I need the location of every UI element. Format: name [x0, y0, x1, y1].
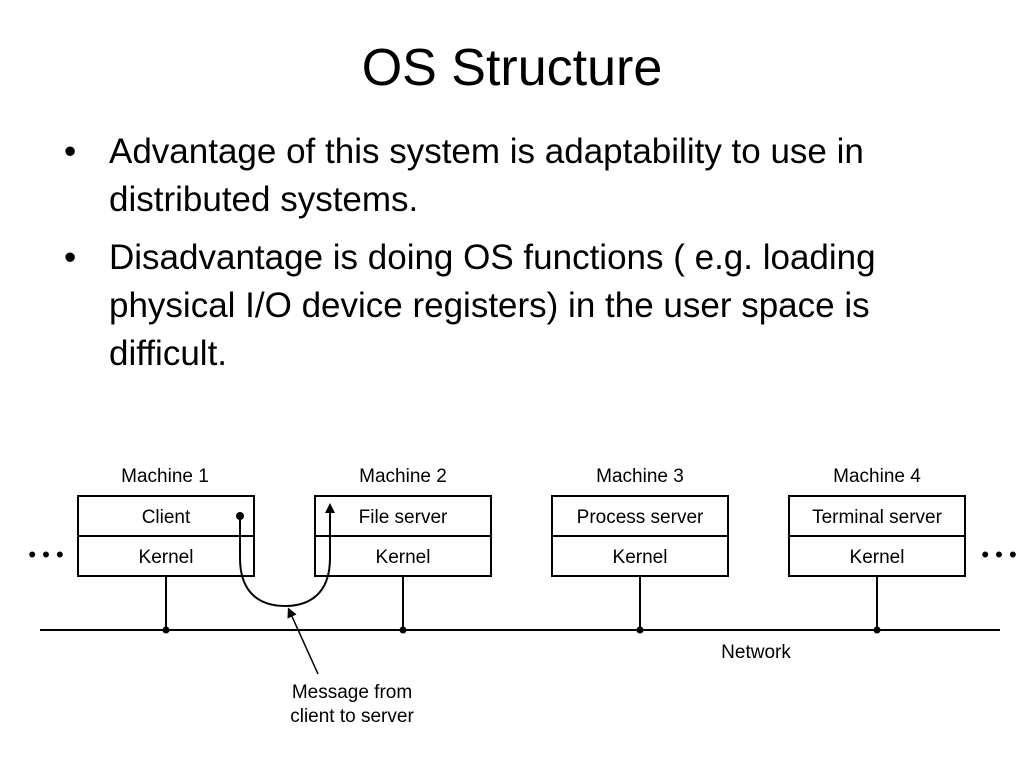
machine-4-kernel-label: Kernel: [850, 547, 905, 568]
machine-2: Machine 2 File server Kernel: [314, 466, 492, 634]
machine-1-process-label: Client: [142, 507, 191, 528]
ellipsis-left: • • •: [28, 542, 63, 567]
machine-4: Machine 4 Terminal server Kernel: [788, 466, 966, 634]
machine-3-kernel-label: Kernel: [613, 547, 668, 568]
machine-1-label: Machine 1: [121, 466, 209, 487]
slide-title: OS Structure: [361, 39, 663, 97]
bullet-disadvantage: • Disadvantage is doing OS functions ( e…: [64, 234, 994, 378]
machine-3-process-label: Process server: [577, 507, 704, 528]
message-label-line-1: Message from: [292, 682, 412, 703]
machine-3: Machine 3 Process server Kernel: [551, 466, 729, 634]
machine-4-process-label: Terminal server: [812, 507, 943, 528]
machine-1-kernel-label: Kernel: [139, 547, 194, 568]
bullet-list: • Advantage of this system is adaptabili…: [64, 128, 994, 388]
machine-4-top-box: [788, 495, 966, 537]
machine-2-process-label: File server: [359, 507, 448, 528]
machine-1: Machine 1 Client Kernel: [77, 466, 255, 634]
message-label-line-2: client to server: [290, 706, 414, 727]
bullet-dot-icon: •: [64, 132, 77, 171]
machine-4-bottom-box: [788, 535, 966, 577]
machine-3-label: Machine 3: [596, 466, 684, 487]
bullet-dot-icon: •: [64, 238, 77, 277]
machine-2-bottom-box: [314, 535, 492, 577]
message-path: [239, 503, 335, 608]
distributed-os-diagram: Machine 1 Client Kernel Machine 2 File s…: [28, 466, 1016, 727]
machine-2-label: Machine 2: [359, 466, 447, 487]
machine-1-top-box: [77, 495, 255, 537]
bullet-advantage-text: Advantage of this system is adaptability…: [109, 132, 864, 219]
network-label: Network: [721, 642, 791, 663]
message-pointer-line: [287, 607, 319, 675]
ellipsis-right: • • •: [981, 542, 1016, 567]
machine-2-top-box: [314, 495, 492, 537]
machine-4-label: Machine 4: [833, 466, 921, 487]
machine-2-kernel-label: Kernel: [376, 547, 431, 568]
bullet-disadvantage-text: Disadvantage is doing OS functions ( e.g…: [109, 238, 876, 373]
machine-3-top-box: [551, 495, 729, 537]
machine-3-bottom-box: [551, 535, 729, 577]
bullet-advantage: • Advantage of this system is adaptabili…: [64, 128, 994, 224]
machine-1-bottom-box: [77, 535, 255, 577]
